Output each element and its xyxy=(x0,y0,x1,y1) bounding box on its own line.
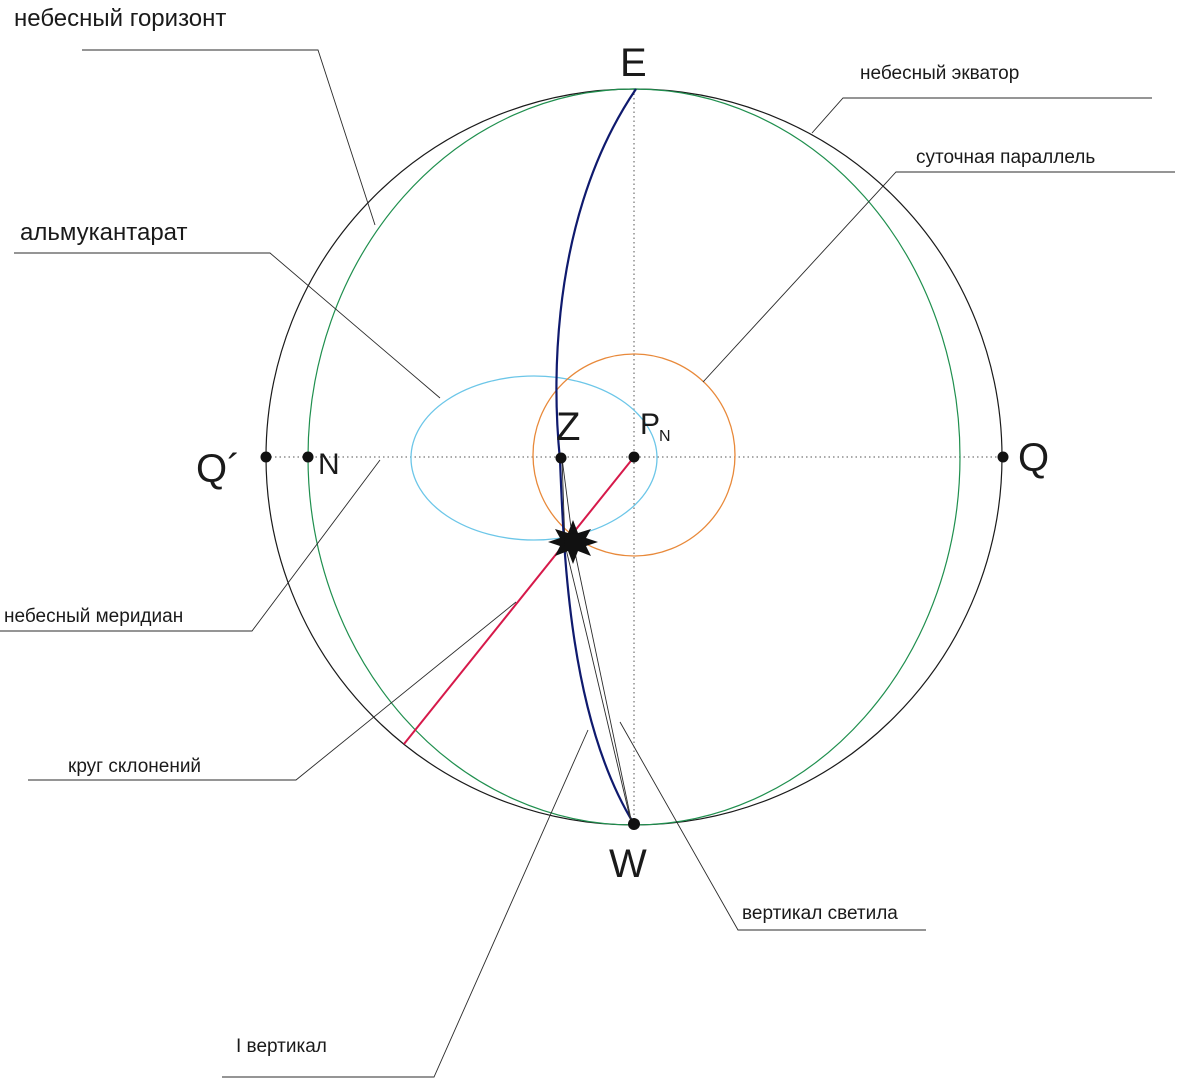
label-point-q-prime: Q´ xyxy=(196,447,240,491)
caption-declination-circle: круг склонений xyxy=(68,756,201,777)
leader-declination xyxy=(28,601,517,781)
star-vertical-line-b xyxy=(561,457,632,823)
point-n xyxy=(302,451,314,463)
point-zenith xyxy=(555,452,567,464)
leader-star-vertical xyxy=(619,721,926,931)
caption-equator: небесный экватор xyxy=(860,63,1019,84)
point-q xyxy=(997,451,1009,463)
caption-meridian: небесный меридиан xyxy=(4,606,183,627)
point-w xyxy=(628,818,640,830)
caption-almucantar: альмукантарат xyxy=(20,219,187,246)
point-q-prime xyxy=(260,451,272,463)
caption-daily-parallel: суточная параллель xyxy=(916,147,1095,168)
declination-circle-line xyxy=(403,456,635,745)
leader-almucantar xyxy=(14,252,441,399)
leader-equator xyxy=(811,97,1152,134)
label-point-w: W xyxy=(609,842,647,886)
caption-horizon: небесный горизонт xyxy=(14,5,226,32)
label-point-e: E xyxy=(620,41,647,85)
caption-star-vertical: вертикал светила xyxy=(742,903,898,924)
leader-horizon xyxy=(82,49,376,226)
daily-parallel-circle xyxy=(532,353,736,557)
star-icon xyxy=(548,520,598,564)
label-point-p-subscript: N xyxy=(659,428,671,445)
label-point-q: Q xyxy=(1018,436,1049,480)
label-point-z: Z xyxy=(556,405,580,449)
leader-prime-vertical xyxy=(222,729,589,1078)
leader-meridian xyxy=(0,459,381,632)
point-pole xyxy=(628,451,640,463)
label-point-n: N xyxy=(318,448,340,481)
caption-prime-vertical: I вертикал xyxy=(236,1036,327,1057)
leader-daily-parallel xyxy=(702,171,1175,383)
almucantar-circle xyxy=(410,375,658,541)
label-point-p: P xyxy=(640,408,660,441)
star-vertical-line-a xyxy=(561,457,633,825)
